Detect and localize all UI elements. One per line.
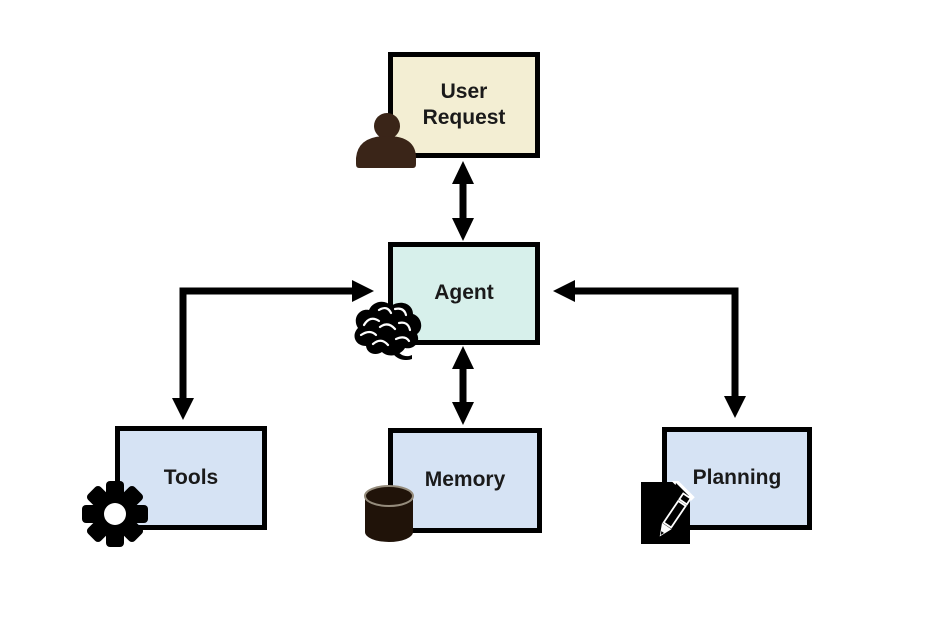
- node-user-request[interactable]: User Request: [388, 52, 540, 158]
- document-pencil-icon: [641, 481, 695, 544]
- database-icon: [364, 485, 414, 542]
- brain-icon: [354, 301, 422, 360]
- arrow-planning-agent: [553, 280, 746, 418]
- arrow-agent-memory: [452, 346, 474, 425]
- arrow-tools-agent: [172, 280, 374, 420]
- arrow-user-request-agent: [452, 161, 474, 241]
- node-tools-label: Tools: [163, 465, 219, 489]
- node-memory-label: Memory: [424, 468, 506, 492]
- pencil-glyph: [659, 492, 692, 537]
- node-memory[interactable]: Memory: [388, 428, 542, 533]
- node-agent-label: Agent: [434, 281, 494, 305]
- node-planning[interactable]: Planning: [662, 427, 812, 530]
- node-planning-label: Planning: [692, 466, 782, 490]
- node-user-request-label: User Request: [422, 79, 506, 129]
- gear-icon: [82, 481, 148, 547]
- person-icon: [356, 113, 416, 168]
